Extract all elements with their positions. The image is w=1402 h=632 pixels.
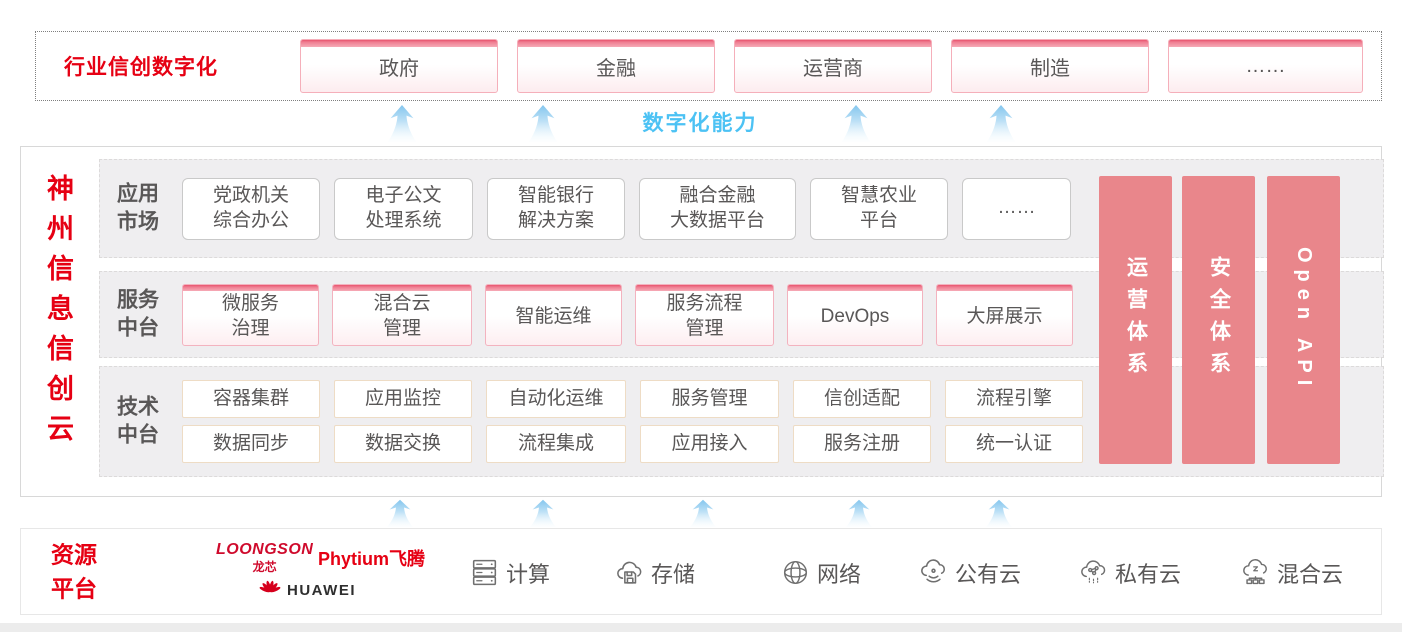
- resource-item-label: 计算: [506, 561, 551, 587]
- platform-item-box: 统一认证: [945, 425, 1083, 463]
- pillar-label: Open API: [1293, 247, 1315, 393]
- industry-boxes: 政府金融运营商制造 ……: [300, 39, 1363, 93]
- platform-item-box: 微服务 治理: [182, 283, 319, 346]
- industry-box: 政府: [300, 39, 498, 93]
- platform-item-box: 服务注册: [793, 425, 931, 463]
- up-arrow-icon: [835, 104, 877, 147]
- hybrid-cloud-icon: [1239, 556, 1272, 589]
- platform-box: 神州信息信创云 应用市场党政机关 综合办公电子公文 处理系统智能银行 解决方案融…: [20, 146, 1384, 497]
- platform-item-box: 流程集成: [486, 425, 626, 463]
- pillar-open-api: Open API: [1267, 176, 1340, 464]
- loongson-logo-subtext: 龙芯: [252, 560, 277, 574]
- private-cloud-icon: [1077, 556, 1110, 589]
- platform-item-box: 应用监控: [334, 380, 472, 418]
- resource-item: 公有云: [917, 556, 1021, 589]
- huawei-flower-icon: [259, 577, 281, 604]
- resource-item: 存储: [613, 556, 695, 589]
- pillar-label: 安全体系: [1207, 256, 1231, 384]
- up-arrow-icon: [522, 104, 564, 147]
- loongson-logo: LOONGSON 龙芯: [216, 541, 313, 575]
- platform-box-row: 党政机关 综合办公电子公文 处理系统智能银行 解决方案融合金融 大数据平台智慧农…: [182, 160, 1071, 257]
- platform-item-box: 大屏展示: [936, 283, 1073, 346]
- platform-item-box: 自动化运维: [486, 380, 626, 418]
- up-arrow-icon: [980, 104, 1022, 147]
- loongson-logo-text: LOONGSON: [216, 541, 314, 558]
- pillar-system: 安全体系: [1182, 176, 1255, 464]
- pillar-system: 运营体系: [1099, 176, 1172, 464]
- platform-item-box: 数据同步: [182, 425, 320, 463]
- platform-row-label: 技术中台: [117, 395, 159, 447]
- up-arrow-icon: [381, 104, 423, 147]
- huawei-logo-text: HUAWEI: [287, 582, 356, 599]
- platform-item-box: 数据交换: [334, 425, 472, 463]
- bottom-strip: [0, 623, 1402, 632]
- industry-box: 运营商: [734, 39, 932, 93]
- platform-item-box: 流程引擎: [945, 380, 1083, 418]
- platform-item-box: ……: [962, 177, 1071, 240]
- industry-band-title: 行业信创数字化: [64, 56, 218, 79]
- resource-item: 计算: [468, 556, 550, 589]
- industry-box: ……: [1168, 39, 1363, 93]
- platform-item-box: 应用接入: [640, 425, 779, 463]
- public-cloud-icon: [917, 556, 950, 589]
- resource-item-label: 网络: [817, 561, 862, 587]
- resource-band-title: 资源平台: [51, 541, 97, 602]
- pillar-label: 运营体系: [1124, 256, 1148, 384]
- platform-item-box: 智能运维: [485, 283, 622, 346]
- resource-item-label: 存储: [651, 561, 696, 587]
- resource-item: 私有云: [1077, 556, 1181, 589]
- phytium-logo: Phytium飞腾: [318, 549, 426, 569]
- resource-item: 网络: [779, 556, 861, 589]
- tech-box-grid: 容器集群应用监控自动化运维服务管理信创适配流程引擎数据同步数据交换流程集成应用接…: [182, 367, 1083, 476]
- resource-item-label: 私有云: [1115, 561, 1182, 587]
- industry-box: 制造: [951, 39, 1149, 93]
- industry-box: 金融: [517, 39, 715, 93]
- platform-title: 神州信息信创云: [43, 174, 73, 454]
- resource-item: 混合云: [1239, 556, 1343, 589]
- platform-item-box: 党政机关 综合办公: [182, 177, 320, 240]
- resource-item-label: 公有云: [955, 561, 1022, 587]
- network-icon: [779, 556, 812, 589]
- compute-icon: [468, 556, 501, 589]
- platform-item-box: 容器集群: [182, 380, 320, 418]
- platform-row: 应用市场党政机关 综合办公电子公文 处理系统智能银行 解决方案融合金融 大数据平…: [99, 159, 1384, 258]
- platform-row-label: 服务中台: [117, 288, 159, 340]
- tech-box-row: 数据同步数据交换流程集成应用接入服务注册统一认证: [182, 425, 1083, 463]
- platform-item-box: 服务流程 管理: [635, 283, 774, 346]
- platform-item-box: 融合金融 大数据平台: [639, 177, 796, 240]
- tech-box-row: 容器集群应用监控自动化运维服务管理信创适配流程引擎: [182, 380, 1083, 418]
- platform-item-box: 智慧农业 平台: [810, 177, 948, 240]
- platform-row-label: 应用市场: [117, 182, 159, 234]
- digital-capability-label: 数字化能力: [642, 112, 758, 135]
- platform-item-box: DevOps: [787, 283, 923, 346]
- industry-band: 行业信创数字化 政府金融运营商制造 ……: [35, 31, 1382, 101]
- platform-item-box: 智能银行 解决方案: [487, 177, 625, 240]
- platform-item-box: 电子公文 处理系统: [334, 177, 473, 240]
- storage-icon: [613, 556, 646, 589]
- platform-item-box: 信创适配: [793, 380, 931, 418]
- platform-item-box: 服务管理: [640, 380, 779, 418]
- platform-item-box: 混合云 管理: [332, 283, 472, 346]
- resource-band: 资源平台 LOONGSON 龙芯 Phytium飞腾 HUAWEI 计算 存储 网络…: [20, 528, 1382, 615]
- resource-item-label: 混合云: [1277, 561, 1344, 587]
- huawei-logo: HUAWEI: [259, 577, 356, 604]
